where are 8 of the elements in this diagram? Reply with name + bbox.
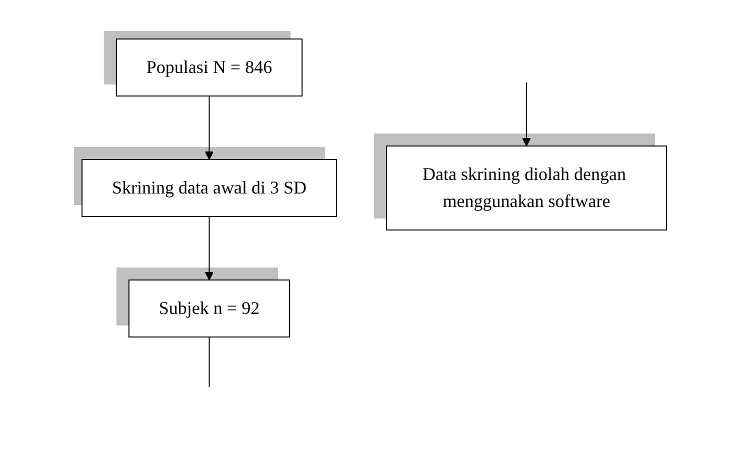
connector — [208, 336, 210, 387]
arrow — [522, 82, 531, 146]
node-box: Data skrining diolah dengan menggunakan software — [386, 145, 667, 230]
arrow — [204, 216, 214, 280]
arrow — [204, 95, 214, 160]
node-box: Subjek n = 92 — [128, 279, 290, 337]
node-box: Skrining data awal di 3 SD — [81, 158, 337, 216]
node-box: Populasi N = 846 — [116, 38, 302, 96]
